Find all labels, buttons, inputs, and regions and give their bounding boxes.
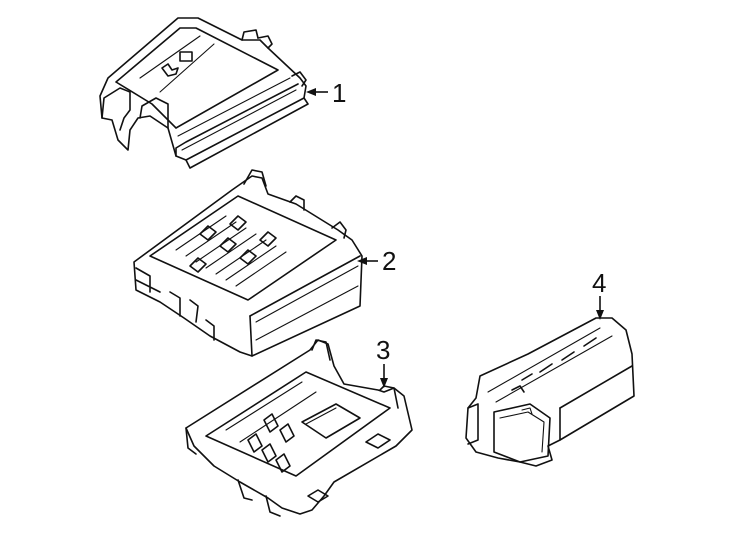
callout-4: 4 xyxy=(592,268,606,320)
callout-1-label: 1 xyxy=(332,78,346,108)
callout-4-label: 4 xyxy=(592,268,606,298)
callout-3: 3 xyxy=(376,335,390,388)
callout-2-label: 2 xyxy=(382,246,396,276)
connector-module-icon xyxy=(465,317,635,467)
fuse-block-housing-icon xyxy=(133,169,363,357)
callout-1: 1 xyxy=(306,78,346,108)
fuse-box-cover-icon xyxy=(99,17,309,169)
callout-2: 2 xyxy=(357,246,396,276)
lower-tray-icon xyxy=(185,339,413,517)
callout-3-label: 3 xyxy=(376,335,390,365)
